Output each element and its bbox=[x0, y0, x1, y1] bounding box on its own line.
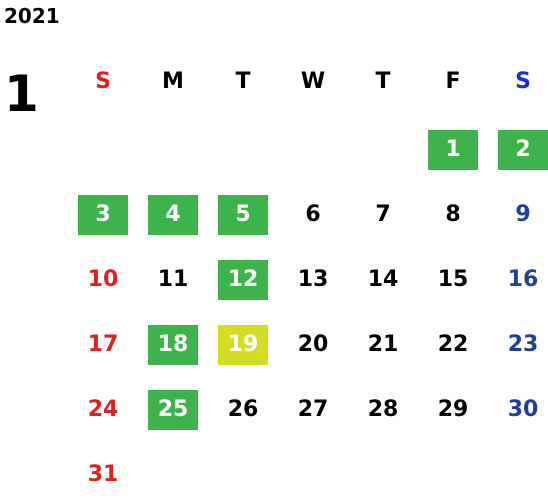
calendar-year: 2021 bbox=[4, 4, 60, 28]
calendar-day-24[interactable]: 24 bbox=[87, 397, 119, 422]
calendar-day-13[interactable]: 13 bbox=[297, 267, 329, 292]
calendar-day-15[interactable]: 15 bbox=[437, 267, 469, 292]
weekday-mon: M bbox=[162, 69, 184, 94]
calendar-day-16[interactable]: 16 bbox=[507, 267, 539, 292]
calendar-day-19[interactable]: 19 bbox=[218, 325, 268, 365]
calendar-day-10[interactable]: 10 bbox=[87, 267, 119, 292]
weekday-thu: T bbox=[375, 69, 391, 94]
weekday-tue: T bbox=[235, 69, 251, 94]
calendar-day-4[interactable]: 4 bbox=[148, 195, 198, 235]
calendar-month: 1 bbox=[4, 65, 39, 123]
calendar-day-18[interactable]: 18 bbox=[148, 325, 198, 365]
calendar-day-29[interactable]: 29 bbox=[437, 397, 469, 422]
calendar-day-22[interactable]: 22 bbox=[437, 332, 469, 357]
calendar-day-26[interactable]: 26 bbox=[227, 397, 259, 422]
weekday-sun: S bbox=[95, 69, 111, 94]
calendar-day-20[interactable]: 20 bbox=[297, 332, 329, 357]
calendar-day-30[interactable]: 30 bbox=[507, 397, 539, 422]
calendar-day-28[interactable]: 28 bbox=[367, 397, 399, 422]
calendar-day-31[interactable]: 31 bbox=[87, 462, 119, 487]
calendar-day-5[interactable]: 5 bbox=[218, 195, 268, 235]
calendar-day-23[interactable]: 23 bbox=[507, 332, 539, 357]
calendar-day-11[interactable]: 11 bbox=[157, 267, 189, 292]
calendar-day-21[interactable]: 21 bbox=[367, 332, 399, 357]
weekday-sat: S bbox=[515, 69, 531, 94]
calendar-day-14[interactable]: 14 bbox=[367, 267, 399, 292]
calendar-day-3[interactable]: 3 bbox=[78, 195, 128, 235]
calendar-day-7[interactable]: 7 bbox=[375, 202, 391, 227]
calendar-day-27[interactable]: 27 bbox=[297, 397, 329, 422]
calendar-day-8[interactable]: 8 bbox=[445, 202, 461, 227]
calendar-day-12[interactable]: 12 bbox=[218, 260, 268, 300]
weekday-fri: F bbox=[445, 69, 461, 94]
calendar-day-9[interactable]: 9 bbox=[515, 202, 531, 227]
calendar-day-6[interactable]: 6 bbox=[305, 202, 321, 227]
calendar-day-25[interactable]: 25 bbox=[148, 390, 198, 430]
calendar-day-2[interactable]: 2 bbox=[498, 130, 548, 170]
calendar-day-17[interactable]: 17 bbox=[87, 332, 119, 357]
calendar-day-1[interactable]: 1 bbox=[428, 130, 478, 170]
weekday-wed: W bbox=[300, 69, 326, 94]
